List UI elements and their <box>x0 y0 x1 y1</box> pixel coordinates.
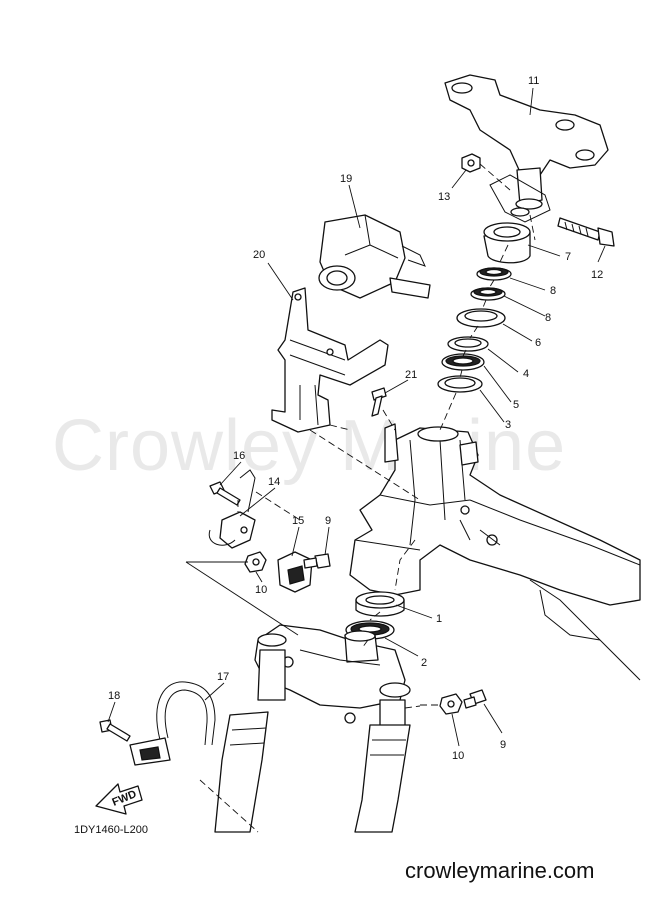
callout-9-upper: 9 <box>325 515 331 527</box>
callout-18: 18 <box>108 690 120 702</box>
callout-15: 15 <box>292 515 304 527</box>
assembly-lines <box>185 163 536 709</box>
hose-guide-17 <box>129 681 216 766</box>
callout-1: 1 <box>436 613 442 625</box>
ring-nut-8-upper <box>476 267 512 281</box>
screw-21 <box>371 387 387 417</box>
callout-19: 19 <box>340 173 352 185</box>
callout-11: 11 <box>528 75 539 87</box>
fwd-arrow-icon: FWD <box>95 783 143 815</box>
main-switch-19 <box>318 214 431 299</box>
leader-lines <box>107 87 606 747</box>
callout-14: 14 <box>268 476 280 488</box>
callout-16: 16 <box>233 450 245 462</box>
bearing-cover-7 <box>483 222 531 264</box>
race-3 <box>437 375 483 393</box>
ball-bearing-5 <box>441 353 485 371</box>
callout-12: 12 <box>591 269 603 281</box>
frame <box>349 423 641 681</box>
callout-6: 6 <box>535 337 541 349</box>
fork-tube-right <box>354 699 411 833</box>
callout-10-lower: 10 <box>452 750 464 762</box>
bolt-9-lower <box>463 689 487 709</box>
callout-17: 17 <box>217 671 229 683</box>
callout-5: 5 <box>513 399 519 411</box>
callout-7: 7 <box>565 251 571 263</box>
switch-bracket-20 <box>271 287 389 433</box>
nut-10-upper <box>244 551 267 573</box>
nut-13 <box>461 153 481 173</box>
callout-8-upper: 8 <box>550 285 556 297</box>
bolt-18 <box>99 719 131 742</box>
callout-2: 2 <box>421 657 427 669</box>
dust-seal-1 <box>355 591 405 617</box>
callout-10-upper: 10 <box>255 584 267 596</box>
bolt-9-upper <box>303 553 331 569</box>
nut-10-lower <box>439 693 463 715</box>
callout-3: 3 <box>505 419 511 431</box>
hidden-line-lower <box>199 779 259 833</box>
callout-21: 21 <box>405 369 417 381</box>
washer-6 <box>456 308 506 328</box>
callout-9-lower: 9 <box>500 739 506 751</box>
callout-20: 20 <box>253 249 265 261</box>
callout-13: 13 <box>438 191 450 203</box>
lower-bracket-stem <box>254 624 411 724</box>
fork-tube-left <box>214 649 286 833</box>
race-4 <box>447 336 489 352</box>
callout-4: 4 <box>523 368 529 380</box>
bolt-16 <box>209 481 241 506</box>
bolt-12 <box>557 217 615 247</box>
site-url: crowleymarine.com <box>405 858 595 883</box>
ring-nut-8-lower <box>470 287 506 301</box>
cable-holder-15 <box>277 551 313 593</box>
cable-holder-14 <box>208 469 256 549</box>
upper-bracket-11 <box>444 74 609 223</box>
callout-8-lower: 8 <box>545 312 551 324</box>
callout-numbers: 11 13 12 7 8 8 6 4 5 3 19 20 21 16 14 15… <box>108 75 603 762</box>
diagram-code: 1DY1460-L200 <box>74 824 149 836</box>
